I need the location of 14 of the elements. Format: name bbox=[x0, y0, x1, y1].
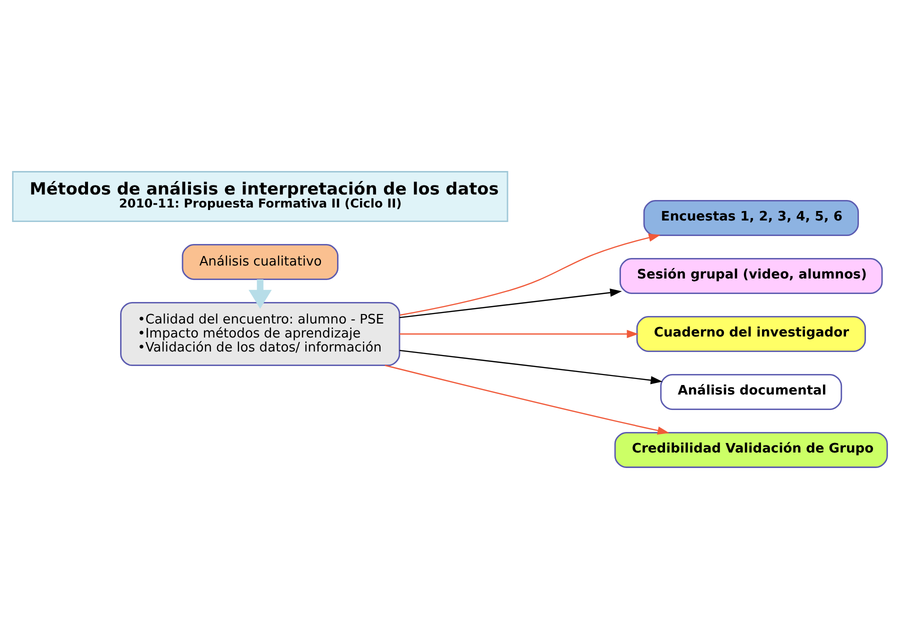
node-box: Análisis documental bbox=[660, 374, 842, 410]
node-box: Métodos de análisis e interpretación de los datos 2010-11: Propuesta Formativa II (Ciclo II) bbox=[12, 171, 508, 222]
node-box: Cuaderno del investigador bbox=[636, 316, 866, 352]
arrow bbox=[400, 350, 662, 384]
arrow bbox=[400, 330, 639, 338]
arrow bbox=[384, 364, 670, 435]
node-box: Credibilidad Validación de Grupo bbox=[614, 432, 888, 468]
node-box: •Calidad del encuentro: alumno - PSE •Impacto métodos de aprendizaje •Validación de los datos/ información bbox=[120, 302, 400, 366]
node-box: Sesión grupal (video, alumnos) bbox=[620, 258, 883, 294]
node-box: Encuestas 1, 2, 3, 4, 5, 6 bbox=[643, 200, 859, 236]
arrow bbox=[248, 279, 272, 309]
node-box: Análisis cualitativo bbox=[182, 244, 338, 280]
arrow bbox=[400, 288, 622, 318]
arrow bbox=[400, 234, 661, 316]
